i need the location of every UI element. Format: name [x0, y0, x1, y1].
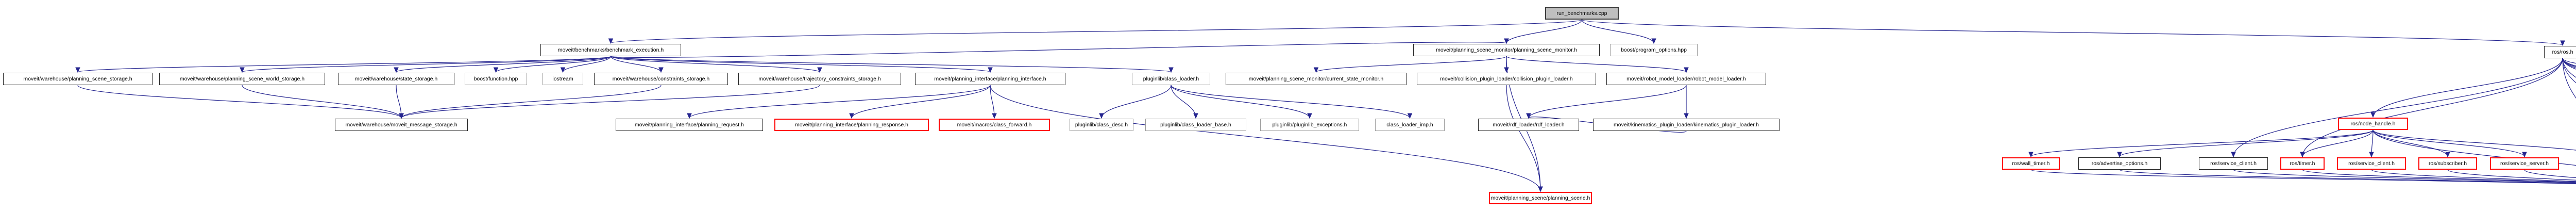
- edge-pcl-to-pcd: [1099, 85, 1172, 119]
- graph-node-ss[interactable]: moveit/warehouse/state_storage.h: [338, 73, 454, 85]
- edge-pcl-to-ple: [1171, 85, 1312, 119]
- edge-bexec-to-psws: [240, 56, 612, 73]
- graph-node-rml[interactable]: moveit/robot_model_loader/robot_model_lo…: [1606, 73, 1766, 85]
- graph-node-clb: pluginlib/class_loader_base.h: [1145, 119, 1246, 131]
- edge-root-to-bexec: [608, 19, 1583, 44]
- edge-nh-to-sc2: [2369, 129, 2374, 158]
- graph-node-mms[interactable]: moveit/warehouse/moveit_message_storage.…: [335, 119, 468, 131]
- edge-bexec-to-bf: [493, 56, 612, 73]
- edge-bexec-to-ss: [394, 56, 612, 73]
- graph-node-sc1[interactable]: ros/service_client.h: [2199, 157, 2268, 170]
- graph-node-rdf[interactable]: moveit/rdf_loader/rdf_loader.h: [1478, 119, 1579, 131]
- graph-node-bexec[interactable]: moveit/benchmarks/benchmark_execution.h: [540, 44, 681, 56]
- edge-ssrv1-to-fwd: [2524, 169, 2576, 178]
- graph-node-ssrv1[interactable]: ros/service_server.h: [2490, 157, 2559, 170]
- edge-nh-to-timer: [2300, 129, 2374, 158]
- edge-sc1-to-fwd: [2233, 169, 2576, 183]
- edge-nh-to-wt: [2028, 129, 2374, 158]
- graph-node-ao[interactable]: ros/advertise_options.h: [2078, 157, 2161, 170]
- edge-ros-to-pub: [2562, 58, 2576, 99]
- edge-pcl-to-cli: [1171, 85, 1413, 119]
- edge-nh-to-ssrv1: [2372, 129, 2527, 158]
- graph-node-bf: boost/function.hpp: [465, 73, 527, 85]
- edge-ros-to-sc1: [2231, 58, 2563, 158]
- edge-rml-to-rdf: [1526, 85, 1687, 119]
- graph-node-presp[interactable]: moveit/planning_interface/planning_respo…: [774, 119, 929, 131]
- graph-node-preq[interactable]: moveit/planning_interface/planning_reque…: [616, 119, 763, 131]
- edge-ros-to-names: [2562, 58, 2576, 70]
- edge-psm-to-rml: [1506, 56, 1689, 73]
- edge-tcs-to-mms: [399, 85, 820, 119]
- graph-node-psws[interactable]: moveit/warehouse/planning_scene_world_st…: [159, 73, 325, 85]
- graph-node-timer[interactable]: ros/timer.h: [2280, 157, 2325, 170]
- graph-node-tcs[interactable]: moveit/warehouse/trajectory_constraints_…: [738, 73, 901, 85]
- graph-node-cf[interactable]: moveit/macros/class_forward.h: [939, 119, 1050, 131]
- edge-pi-to-ps: [990, 85, 1543, 192]
- graph-node-pcl: pluginlib/class_loader.h: [1132, 73, 1210, 85]
- edge-ros-to-master: [2562, 58, 2576, 69]
- graph-node-sc2[interactable]: ros/service_client.h: [2337, 157, 2406, 170]
- graph-node-pss[interactable]: moveit/warehouse/planning_scene_storage.…: [3, 73, 152, 85]
- graph-node-nh[interactable]: ros/node_handle.h: [2338, 118, 2408, 130]
- edge-ss-to-mms: [396, 85, 404, 119]
- graph-node-root: run_benchmarks.cpp: [1545, 7, 1619, 20]
- edge-psm-to-csm: [1313, 56, 1507, 73]
- graph-node-ps[interactable]: moveit/planning_scene/planning_scene.h: [1489, 192, 1592, 204]
- edge-ros-to-sub2: [2562, 58, 2576, 84]
- edge-pcl-to-clb: [1171, 85, 1198, 119]
- edge-ros-to-ssrv2: [2562, 58, 2576, 78]
- graph-node-bpo: boost/program_options.hpp: [1610, 44, 1698, 56]
- edge-pi-to-cf: [990, 85, 997, 119]
- graph-node-pcd: pluginlib/class_desc.h: [1070, 119, 1133, 131]
- graph-node-ros[interactable]: ros/ros.h: [2544, 46, 2576, 58]
- edge-bexec-to-psm: [610, 38, 1509, 58]
- edge-bexec-to-tcs: [610, 56, 822, 73]
- graph-node-psm[interactable]: moveit/planning_scene_monitor/planning_s…: [1413, 44, 1600, 56]
- graph-node-sub1[interactable]: ros/subscriber.h: [2418, 157, 2477, 170]
- edge-psws-to-mms: [242, 85, 404, 119]
- edge-ros-to-timer: [2300, 58, 2563, 158]
- edge-timer-to-fwd: [2302, 169, 2576, 183]
- edge-root-to-psm: [1504, 19, 1583, 44]
- edge-bexec-to-pi: [610, 56, 993, 73]
- edge-cpl-to-ps: [1506, 85, 1543, 192]
- edge-root-to-bpo: [1581, 19, 1656, 44]
- graph-node-ios: iostream: [543, 73, 583, 85]
- edge-bexec-to-cs: [610, 56, 664, 73]
- edge-ao-to-fwd: [2119, 169, 2576, 184]
- edge-bexec-to-pss: [75, 56, 612, 73]
- edge-pss-to-mms: [77, 85, 404, 119]
- edge-root-to-ros: [1581, 19, 2565, 46]
- edge-sc2-to-fwd: [2371, 169, 2576, 182]
- graph-node-ple: pluginlib/pluginlib_exceptions.h: [1260, 119, 1359, 131]
- graph-node-csm[interactable]: moveit/planning_scene_monitor/current_st…: [1226, 73, 1406, 85]
- edge-pi-to-preq: [687, 85, 991, 119]
- graph-node-cli: class_loader_imp.h: [1375, 119, 1445, 131]
- edge-ros-to-nh: [2370, 58, 2563, 118]
- graph-node-pi[interactable]: moveit/planning_interface/planning_inter…: [915, 73, 1065, 85]
- edge-sub1-to-fwd: [2447, 169, 2576, 181]
- edge-pi-to-presp: [849, 85, 991, 119]
- edge-nh-to-sub1: [2372, 129, 2450, 158]
- edge-bexec-to-pcl: [610, 56, 1174, 73]
- graph-node-cs[interactable]: moveit/warehouse/constraints_storage.h: [594, 73, 728, 85]
- edge-nh-to-ao: [2117, 129, 2374, 158]
- graph-node-cpl[interactable]: moveit/collision_plugin_loader/collision…: [1417, 73, 1596, 85]
- edge-bexec-to-ios: [560, 56, 612, 73]
- graph-node-wt[interactable]: ros/wall_timer.h: [2002, 157, 2060, 170]
- edge-cs-to-mms: [399, 85, 662, 119]
- graph-node-kpl[interactable]: moveit/kinematics_plugin_loader/kinemati…: [1593, 119, 1780, 131]
- edge-nh-to-pub: [2372, 129, 2576, 151]
- edge-ros-to-svc: [2562, 58, 2576, 64]
- edge-wt-to-fwd: [2030, 169, 2576, 184]
